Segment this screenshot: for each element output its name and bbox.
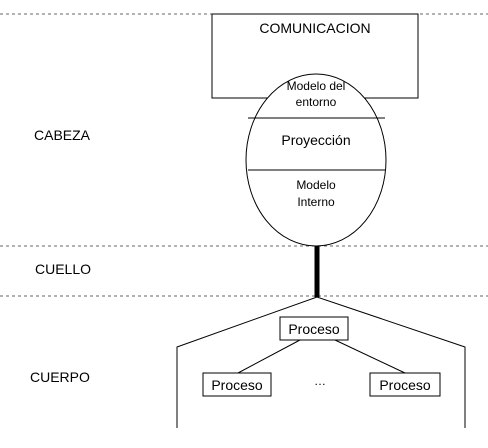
body-outline (176, 296, 466, 428)
process-right-label: Proceso (379, 377, 431, 393)
section-label-cabeza: CABEZA (34, 127, 91, 143)
section-label-cuello: CUELLO (35, 261, 91, 277)
modelo-entorno-line1: Modelo del (287, 79, 346, 93)
process-ellipsis: … (314, 374, 326, 388)
process-box-left (202, 372, 272, 397)
proyeccion-label: Proyección (281, 132, 350, 148)
modelo-interno-line2: Interno (297, 195, 335, 209)
comunicacion-label: COMUNICACION (259, 20, 370, 36)
tree-connector-left (237, 339, 301, 374)
section-label-cuerpo: CUERPO (30, 369, 90, 385)
tree-connector-right (334, 339, 406, 374)
process-root-label: Proceso (288, 321, 340, 337)
process-left-label: Proceso (211, 377, 263, 393)
process-box-right (369, 372, 441, 397)
modelo-interno-line1: Modelo (296, 178, 336, 192)
process-box-root (279, 316, 349, 341)
modelo-entorno-line2: entorno (296, 95, 337, 109)
